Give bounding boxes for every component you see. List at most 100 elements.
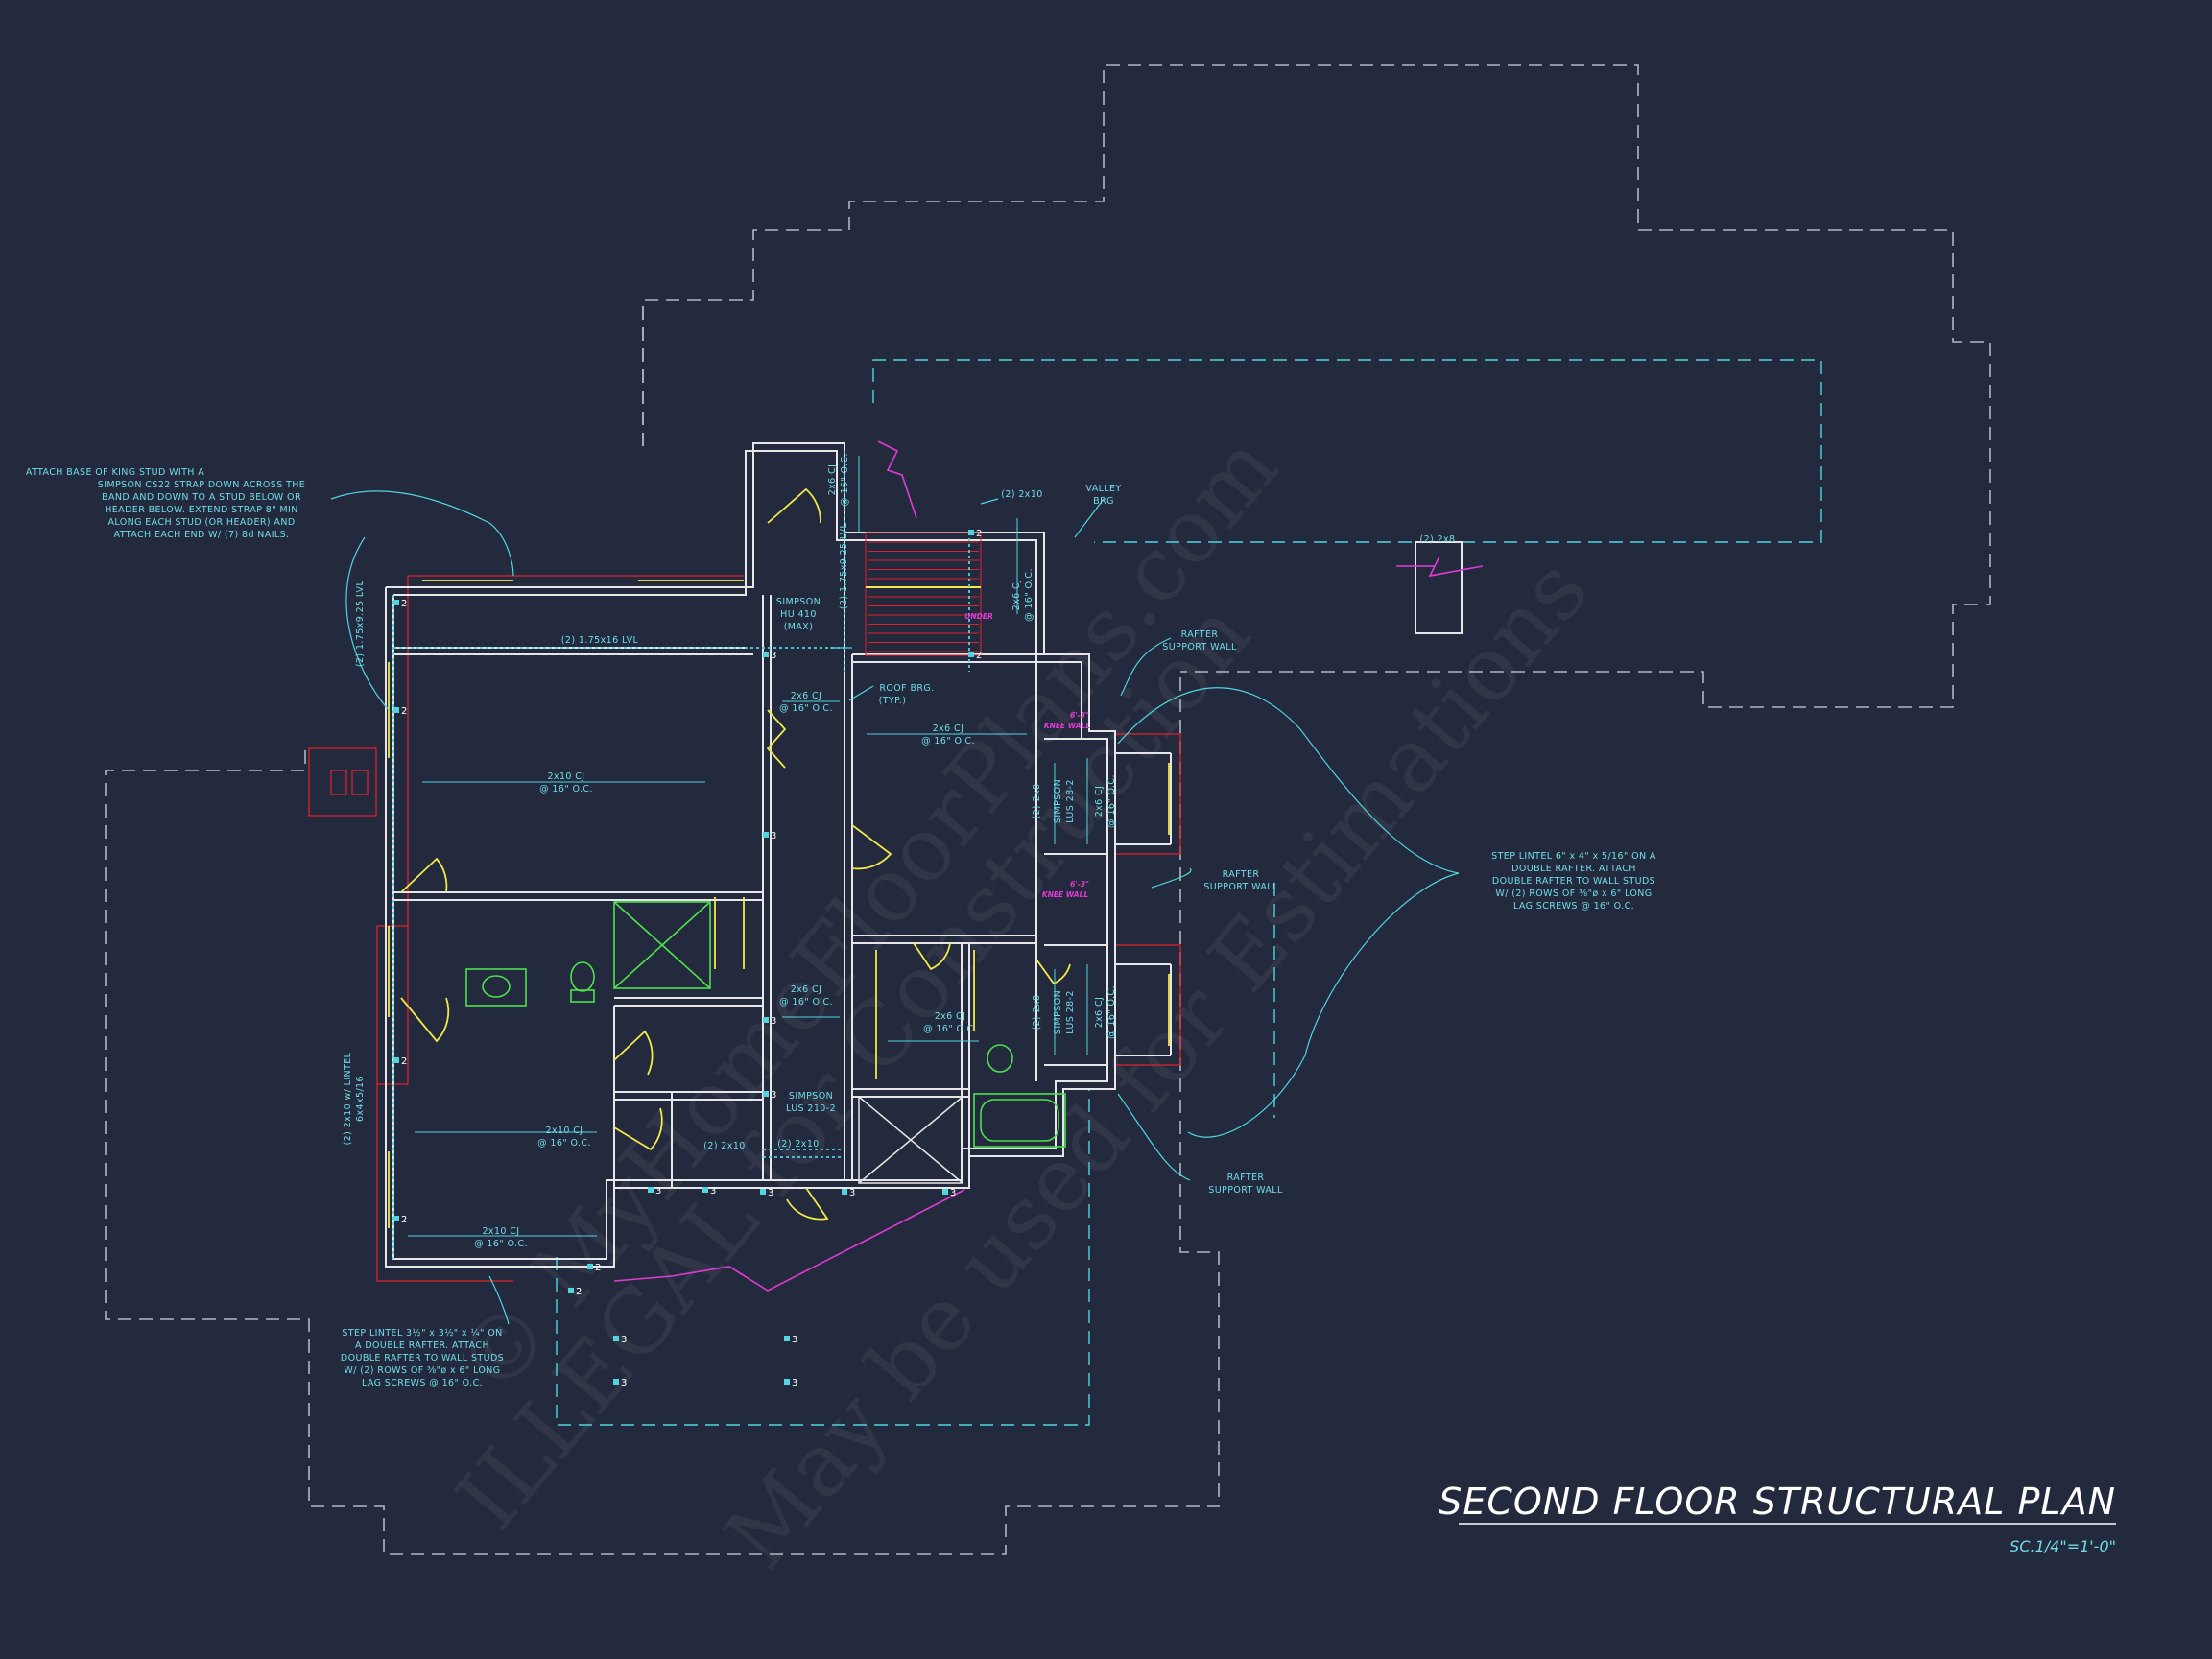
knee-wall-1a: 6'-3" — [1070, 711, 1089, 720]
label-lvl-top: (2) 1.75x16 LVL — [561, 635, 639, 646]
joist-big-2: @ 16" O.C. — [539, 784, 593, 794]
note-misc: VALLEY BRG ROOF BRG. (TYP.) SIMPSON HU 4… — [776, 484, 1121, 1114]
note-step-lintel-left: STEP LINTEL 3½" x 3½" x ¼" ON A DOUBLE R… — [341, 1328, 504, 1388]
joist-bottom-2: @ 16" O.C. — [474, 1239, 528, 1249]
note-king-stud-2: SIMPSON CS22 STRAP DOWN ACROSS THE — [98, 480, 305, 490]
note-lintel-right-5: LAG SCREWS @ 16" O.C. — [1513, 901, 1634, 912]
toilet-left — [570, 961, 595, 992]
toilet-right — [987, 1044, 1013, 1073]
joist-2x6-a-1: 2x6 CJ — [791, 691, 822, 701]
note-lintel-right-3: DOUBLE RAFTER TO WALL STUDS — [1492, 876, 1655, 887]
label-2x10-top: (2) 2x10 — [1001, 489, 1042, 500]
post-marker-label: 2 — [401, 599, 407, 609]
knee-wall-1b: KNEE WALL — [1044, 722, 1091, 730]
magenta-marks — [613, 440, 1484, 1292]
label-lvl-left: (2) 1.75x9.25 LVL — [355, 581, 366, 668]
post-marker — [842, 1189, 847, 1195]
joist-2x6-stair-2: @ 16" O.C. — [840, 453, 850, 507]
note-lintel-right-2: DOUBLE RAFTER. ATTACH — [1511, 864, 1636, 874]
joist-lower-1: 2x10 CJ — [545, 1126, 583, 1136]
note-king-stud-1: ATTACH BASE OF KING STUD WITH A — [26, 467, 204, 478]
note-rafter-support: RAFTER SUPPORT WALL RAFTER SUPPORT WALL … — [1162, 629, 1282, 1196]
note-lintel-right-4: W/ (2) ROWS OF ⅜"ø x 6" LONG — [1495, 889, 1652, 899]
post-marker — [393, 600, 399, 605]
label-lintel-2: 6x4x5/16 — [355, 1076, 366, 1122]
label-2x10-small-a: (2) 2x10 — [703, 1141, 745, 1151]
simpson-hu-2: HU 410 — [780, 609, 817, 620]
simpson-lus-1a: SIMPSON — [1053, 779, 1063, 823]
door-closet-top — [767, 487, 821, 524]
vanity — [465, 968, 527, 1007]
beams — [392, 451, 970, 1259]
simpson-lus-bottom-1: SIMPSON — [789, 1091, 833, 1102]
note-king-stud-3: BAND AND DOWN TO A STUD BELOW OR — [102, 492, 301, 503]
joist-2x6-v1-2: @ 16" O.C. — [1106, 774, 1117, 828]
member-labels: (2) 1.75x16 LVL (2) 1.75x9.25 LVL (2) 1.… — [343, 453, 1455, 1249]
joist-2x6-a-2: @ 16" O.C. — [779, 703, 833, 714]
chimney — [330, 770, 369, 795]
joist-2x6-v2-1: 2x6 CJ — [1094, 997, 1105, 1029]
post-marker-label: 3 — [771, 831, 776, 841]
joist-2x6-c-1: 2x6 CJ — [933, 723, 964, 734]
joist-2x6-v2-2: @ 16" O.C. — [1106, 985, 1117, 1039]
note-king-stud: ATTACH BASE OF KING STUD WITH A SIMPSON … — [26, 467, 305, 540]
rafter-support-1b: SUPPORT WALL — [1162, 642, 1237, 652]
post-marker-label: 2 — [401, 1215, 407, 1225]
door-bifold — [766, 709, 787, 769]
post-marker-label: 2 — [976, 651, 982, 661]
post-marker — [393, 1216, 399, 1221]
door-bath-right — [913, 942, 951, 971]
post-marker — [968, 652, 974, 657]
post-marker — [784, 1379, 790, 1385]
stair-tag: UNDER — [964, 612, 993, 621]
joist-big-1: 2x10 CJ — [547, 771, 584, 782]
roof-cyan-bottom — [556, 1089, 1090, 1426]
plumbing-fixtures — [465, 901, 1066, 1148]
joist-2x6-d-2: @ 16" O.C. — [923, 1024, 977, 1034]
joist-2x6-b-1: 2x6 CJ — [791, 984, 822, 995]
door-hall-lower — [786, 1187, 829, 1221]
door-closet-right — [851, 824, 892, 870]
rafter-support-2b: SUPPORT WALL — [1203, 882, 1278, 892]
roof-outline — [105, 64, 1991, 1555]
post-marker — [968, 530, 974, 535]
post-marker — [587, 1264, 593, 1269]
drawing-scale: SC.1/4"=1'-0" — [2010, 1537, 2116, 1555]
post-marker-label: 3 — [771, 651, 776, 661]
door-hall — [613, 1107, 663, 1151]
rafter-support-1a: RAFTER — [1181, 629, 1219, 640]
note-king-stud-6: ATTACH EACH END W/ (7) 8d NAILS. — [114, 530, 290, 540]
simpson-lus-bottom-2: LUS 210-2 — [786, 1103, 836, 1114]
joist-bottom-1: 2x10 CJ — [482, 1226, 519, 1237]
rafter-support-3a: RAFTER — [1227, 1173, 1265, 1183]
post-marker-label: 2 — [976, 529, 982, 539]
drawing-title: SECOND FLOOR STRUCTURAL PLAN — [1439, 1481, 2116, 1523]
simpson-hu-3: (MAX) — [784, 622, 814, 632]
post-marker-label: 3 — [768, 1188, 773, 1198]
roof-outline-top — [642, 64, 1991, 708]
valley-brg-1: VALLEY — [1085, 484, 1121, 494]
joist-lower-2: @ 16" O.C. — [537, 1138, 591, 1149]
post-marker — [702, 1187, 708, 1193]
label-2x8-b: (2) 2x8 — [1032, 995, 1042, 1031]
post-marker-label: 3 — [771, 1016, 776, 1027]
label-lintel-1: (2) 2x10 w/ LINTEL — [343, 1052, 353, 1145]
note-lintel-left-5: LAG SCREWS @ 16" O.C. — [362, 1378, 483, 1388]
joist-2x6-c-2: @ 16" O.C. — [921, 736, 975, 747]
joist-2x6-d-1: 2x6 CJ — [935, 1011, 966, 1022]
post-marker-label: 3 — [621, 1378, 627, 1388]
label-2x8-a: (2) 2x8 — [1032, 784, 1042, 819]
post-marker — [942, 1189, 948, 1195]
post-marker-label: 3 — [710, 1186, 716, 1197]
post-marker-label: 3 — [849, 1188, 855, 1198]
note-king-stud-4: HEADER BELOW. EXTEND STRAP 8" MIN — [105, 505, 298, 515]
joist-2x6-v1-1: 2x6 CJ — [1094, 786, 1105, 818]
post-marker — [763, 1017, 769, 1023]
roof-cyan-upper — [872, 359, 1822, 543]
leader-lines — [330, 490, 1460, 1325]
label-lvl-stair: (2) 1.75x9.25 LVL — [839, 523, 849, 610]
post-marker — [648, 1187, 654, 1193]
exterior-red-outline — [308, 575, 1181, 1282]
post-marker — [763, 832, 769, 838]
